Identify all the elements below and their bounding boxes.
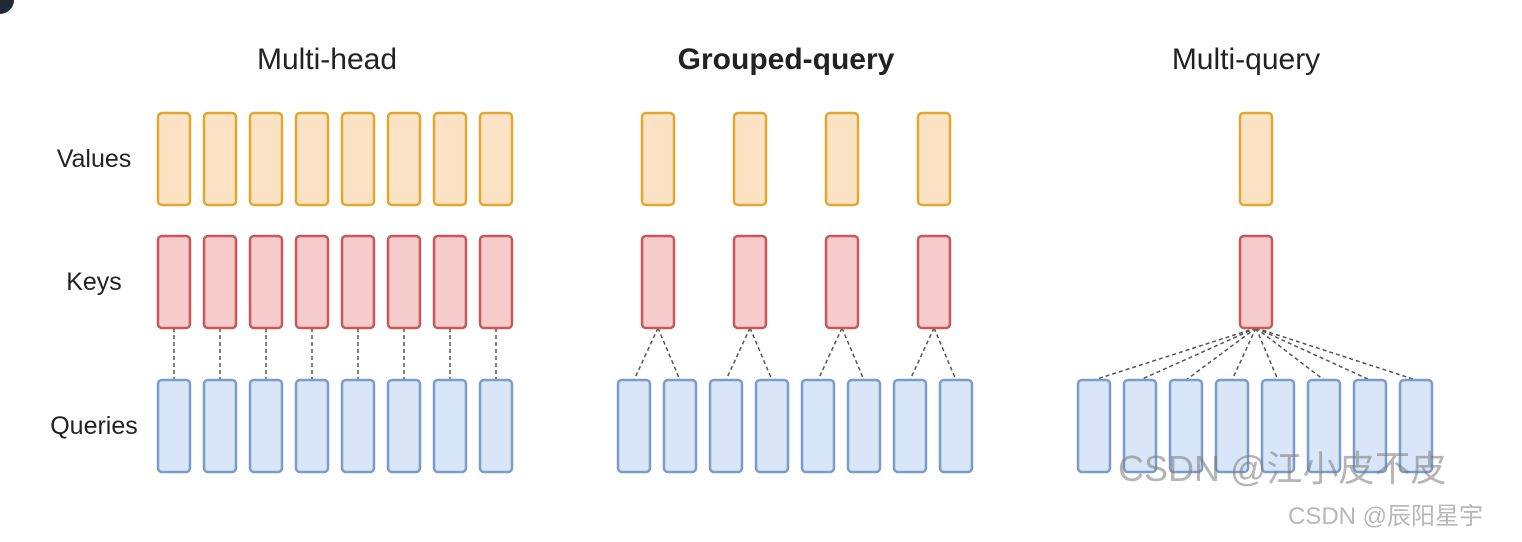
connector-line bbox=[1231, 327, 1257, 381]
multi-head-value-7 bbox=[432, 111, 468, 207]
grouped-query-8 bbox=[938, 378, 974, 474]
grouped-value-1 bbox=[640, 111, 676, 207]
watermark-overlay: CSDN @江小皮不皮 bbox=[1118, 448, 1447, 489]
multi-head-query-4 bbox=[294, 378, 330, 474]
multi-head-value-6 bbox=[386, 111, 422, 207]
connector-line bbox=[1139, 327, 1257, 381]
title-multi-head: Multi-head bbox=[257, 43, 397, 76]
connector-line bbox=[933, 327, 957, 381]
head-boxes bbox=[156, 111, 1434, 474]
connector-line bbox=[1255, 327, 1325, 381]
multi-query-key bbox=[1238, 234, 1274, 330]
connector-line bbox=[1185, 327, 1257, 381]
connector-line bbox=[909, 327, 935, 381]
multi-head-query-5 bbox=[340, 378, 376, 474]
title-multi-query: Multi-query bbox=[1172, 43, 1320, 76]
multi-head-key-4 bbox=[294, 234, 330, 330]
connector-line bbox=[1093, 327, 1257, 381]
multi-head-value-4 bbox=[294, 111, 330, 207]
grouped-value-3 bbox=[824, 111, 860, 207]
label-values: Values bbox=[57, 145, 132, 173]
label-queries: Queries bbox=[50, 412, 138, 440]
grouped-key-4 bbox=[916, 234, 952, 330]
connector-line bbox=[749, 327, 773, 381]
multi-head-value-2 bbox=[202, 111, 238, 207]
multi-head-value-8 bbox=[478, 111, 514, 207]
multi-head-value-5 bbox=[340, 111, 376, 207]
connector-line bbox=[841, 327, 865, 381]
grouped-value-4 bbox=[916, 111, 952, 207]
multi-head-query-7 bbox=[432, 378, 468, 474]
grouped-query-3 bbox=[708, 378, 744, 474]
multi-query-query-5 bbox=[1260, 378, 1296, 474]
multi-query-value bbox=[1238, 111, 1274, 207]
connector-line bbox=[817, 327, 843, 381]
multi-head-query-6 bbox=[386, 378, 422, 474]
multi-query-query-3 bbox=[1168, 378, 1204, 474]
label-keys: Keys bbox=[66, 268, 122, 296]
connector-line bbox=[725, 327, 751, 381]
multi-head-query-8 bbox=[478, 378, 514, 474]
multi-head-key-3 bbox=[248, 234, 284, 330]
multi-head-key-1 bbox=[156, 234, 192, 330]
grouped-query-6 bbox=[846, 378, 882, 474]
grouped-query-2 bbox=[662, 378, 698, 474]
multi-query-query-7 bbox=[1352, 378, 1388, 474]
grouped-key-1 bbox=[640, 234, 676, 330]
multi-query-query-2 bbox=[1122, 378, 1158, 474]
title-grouped-query: Grouped-query bbox=[678, 43, 895, 76]
grouped-value-2 bbox=[732, 111, 768, 207]
multi-head-key-2 bbox=[202, 234, 238, 330]
multi-query-query-6 bbox=[1306, 378, 1342, 474]
multi-head-value-3 bbox=[248, 111, 284, 207]
grouped-query-5 bbox=[800, 378, 836, 474]
multi-head-key-5 bbox=[340, 234, 376, 330]
multi-head-key-6 bbox=[386, 234, 422, 330]
connector-line bbox=[1255, 327, 1279, 381]
connector-line bbox=[633, 327, 659, 381]
grouped-key-2 bbox=[732, 234, 768, 330]
multi-head-key-7 bbox=[432, 234, 468, 330]
multi-query-query-8 bbox=[1398, 378, 1434, 474]
multi-head-value-1 bbox=[156, 111, 192, 207]
grouped-key-3 bbox=[824, 234, 860, 330]
watermark-corner: CSDN @辰阳星宇 bbox=[1288, 503, 1484, 530]
multi-head-query-3 bbox=[248, 378, 284, 474]
grouped-query-4 bbox=[754, 378, 790, 474]
multi-head-query-2 bbox=[202, 378, 238, 474]
multi-head-query-1 bbox=[156, 378, 192, 474]
grouped-query-1 bbox=[616, 378, 652, 474]
grouped-query-7 bbox=[892, 378, 928, 474]
connector-line bbox=[1255, 327, 1417, 381]
multi-query-query-1 bbox=[1076, 378, 1112, 474]
multi-head-key-8 bbox=[478, 234, 514, 330]
multi-query-query-4 bbox=[1214, 378, 1250, 474]
connector-lines bbox=[173, 327, 1417, 381]
connector-line bbox=[657, 327, 681, 381]
